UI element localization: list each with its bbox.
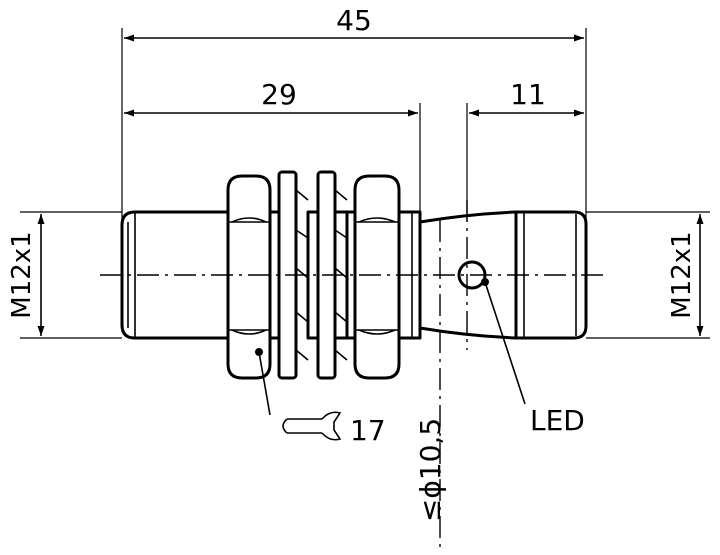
dimension-thread-right: M12x1 [667,214,704,336]
dimension-overall: 45 [124,4,584,42]
wrench-size-label: 17 [350,414,386,447]
extension-lines [20,28,710,339]
dimension-connector-length: 11 [469,78,584,117]
dimension-overall-label: 45 [336,4,372,37]
center-lines [100,200,608,552]
dimension-thread-left: M12x1 [7,214,45,336]
led-label: LED [530,404,585,437]
dimension-thread-length: 29 [124,78,418,117]
dimension-thread-right-label: M12x1 [667,231,697,318]
diameter-label: ≤ϕ10,5 [414,418,447,522]
dimension-thread-length-label: 29 [261,78,297,111]
wrench-callout: 17 [255,348,386,447]
dimension-thread-left-label: M12x1 [7,231,37,318]
wrench-icon [282,411,342,441]
led-callout: LED [481,278,585,437]
dimension-connector-length-label: 11 [510,78,546,111]
